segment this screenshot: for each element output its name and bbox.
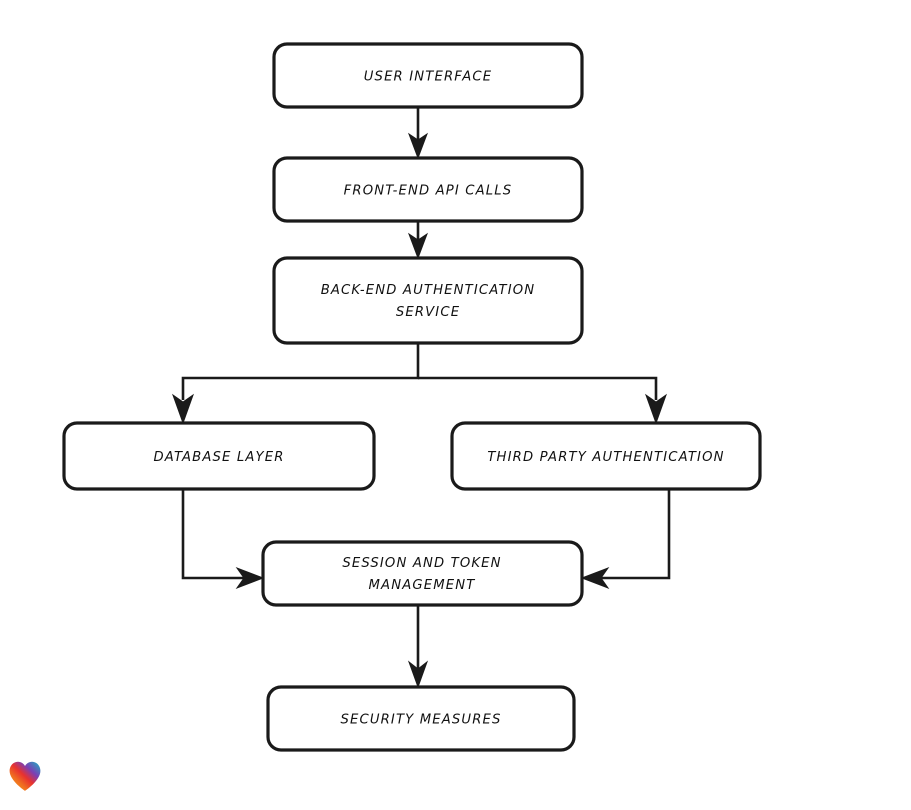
node-session-and-token-management-label-line1: SESSION AND TOKEN <box>342 556 501 571</box>
node-back-end-authentication-service-shape[interactable] <box>272 256 584 345</box>
edge-api-to-backend <box>407 221 429 260</box>
arrow-head-icon <box>235 566 265 590</box>
edge-session-to-security <box>407 605 429 689</box>
heart-icon <box>9 761 41 791</box>
edge-database-to-session <box>181 489 265 590</box>
node-database-layer[interactable]: DATABASE LAYER <box>62 421 376 491</box>
node-third-party-authentication-label: THIRD PARTY AUTHENTICATION <box>487 450 724 465</box>
node-session-and-token-management-label-line2: MANAGEMENT <box>369 578 476 593</box>
node-session-and-token-management[interactable]: SESSION AND TOKEN MANAGEMENT <box>261 540 584 607</box>
node-database-layer-shape[interactable] <box>62 421 376 491</box>
node-front-end-api-calls-label: FRONT-END API CALLS <box>344 184 513 199</box>
edge-backend-branch <box>172 343 667 425</box>
arrow-head-icon <box>407 132 429 160</box>
node-user-interface[interactable]: USER INTERFACE <box>272 42 584 109</box>
arrow-head-icon <box>645 393 667 425</box>
node-front-end-api-calls[interactable]: FRONT-END API CALLS <box>272 156 584 223</box>
node-third-party-authentication[interactable]: THIRD PARTY AUTHENTICATION <box>450 421 762 491</box>
edge-ui-to-api <box>407 107 429 160</box>
node-session-and-token-management-shape[interactable] <box>261 540 584 607</box>
node-front-end-api-calls-shape[interactable] <box>272 156 584 223</box>
node-security-measures[interactable]: SECURITY MEASURES <box>266 685 576 752</box>
node-back-end-authentication-service[interactable]: BACK-END AUTHENTICATION SERVICE <box>272 256 584 345</box>
node-user-interface-shape[interactable] <box>272 42 584 109</box>
node-third-party-authentication-shape[interactable] <box>450 421 762 491</box>
arrow-head-icon <box>407 232 429 260</box>
node-back-end-authentication-service-label-line2: SERVICE <box>396 305 460 320</box>
node-security-measures-shape[interactable] <box>266 685 576 752</box>
edge-thirdparty-to-session <box>580 489 671 590</box>
node-database-layer-label: DATABASE LAYER <box>153 450 284 465</box>
node-back-end-authentication-service-label-line1: BACK-END AUTHENTICATION <box>321 283 536 298</box>
arrow-head-icon <box>172 393 194 425</box>
node-user-interface-label: USER INTERFACE <box>364 70 493 85</box>
node-security-measures-label: SECURITY MEASURES <box>340 713 501 728</box>
arrow-head-icon <box>580 566 610 590</box>
arrow-head-icon <box>407 660 429 689</box>
